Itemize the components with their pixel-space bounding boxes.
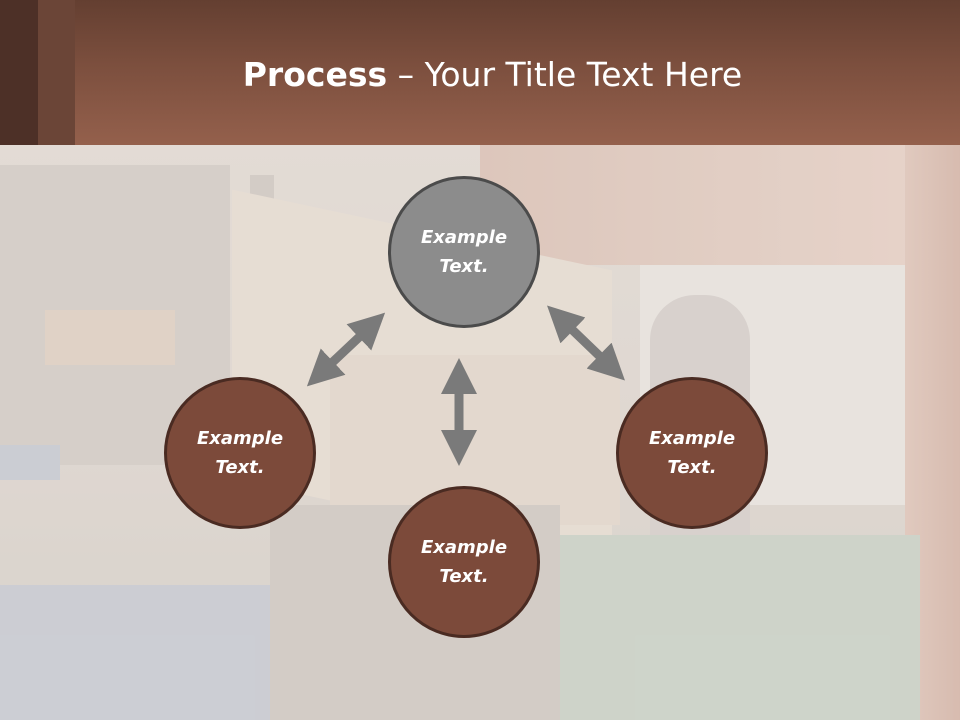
title-accent-dark bbox=[0, 0, 38, 145]
bg-conveyor-green bbox=[540, 535, 920, 720]
node-left-line1: Example bbox=[196, 428, 284, 449]
node-center-line2: Text. bbox=[439, 256, 489, 277]
node-left: Example Text. bbox=[164, 377, 316, 529]
title-rest: – Your Title Text Here bbox=[387, 55, 743, 94]
node-left-line2: Text. bbox=[215, 457, 265, 478]
bg-robot-arm bbox=[480, 145, 960, 265]
node-bottom: Example Text. bbox=[388, 486, 540, 638]
title-accent-mid bbox=[38, 0, 75, 145]
node-right-line1: Example bbox=[648, 428, 736, 449]
node-right: Example Text. bbox=[616, 377, 768, 529]
slide-title: Process – Your Title Text Here bbox=[0, 52, 960, 98]
node-bottom-line1: Example bbox=[420, 537, 508, 558]
arrow-center-left bbox=[306, 312, 386, 387]
bg-shelf bbox=[45, 310, 175, 365]
node-center: Example Text. bbox=[388, 176, 540, 328]
title-bold: Process bbox=[242, 55, 388, 94]
node-center-line1: Example bbox=[420, 227, 508, 248]
bg-conveyor-blue-small bbox=[0, 445, 60, 480]
title-bar: Process – Your Title Text Here bbox=[0, 0, 960, 145]
node-bottom-line2: Text. bbox=[439, 566, 489, 587]
arrow-center-right bbox=[547, 305, 625, 381]
node-right-line2: Text. bbox=[667, 457, 717, 478]
